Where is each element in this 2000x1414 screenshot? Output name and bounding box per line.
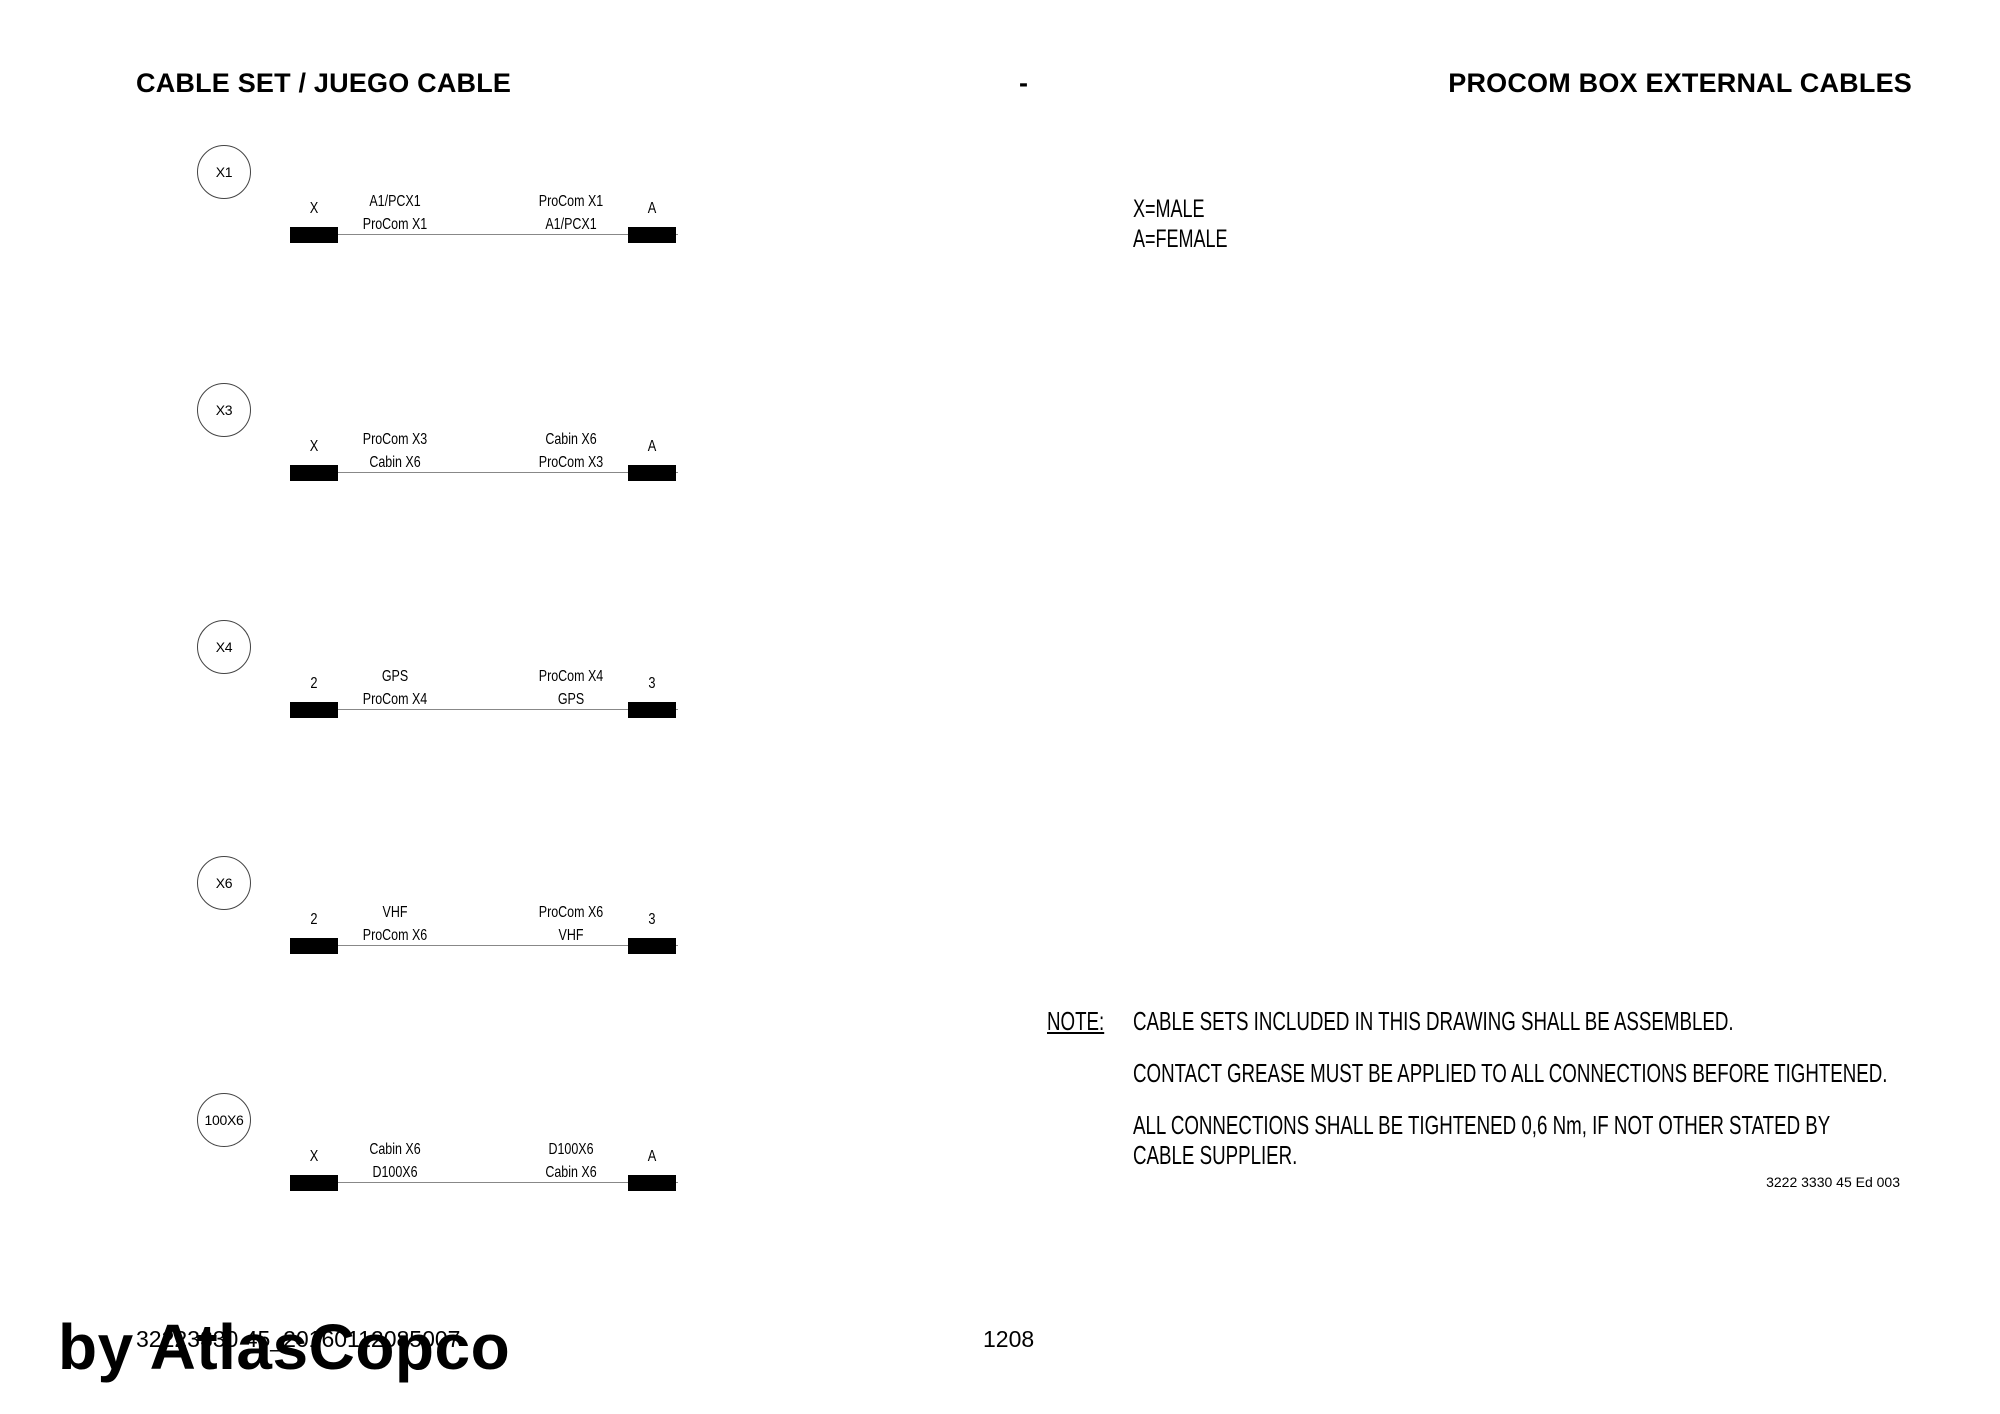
note-line-3a: ALL CONNECTIONS SHALL BE TIGHTENED 0,6 N… xyxy=(1133,1110,1831,1140)
cable-right-label-line1: Cabin X6 xyxy=(545,431,597,448)
cable-tag: X4 xyxy=(197,620,251,674)
cable-left-connector-label: 2 xyxy=(310,911,318,928)
cable-x4: X4 2 GPS ProCom X4 ProCom X4 GPS 3 xyxy=(190,620,690,760)
drawing-title-left: CABLE SET / JUEGO CABLE xyxy=(136,68,512,98)
cable-x3: X3 X ProCom X3 Cabin X6 Cabin X6 ProCom … xyxy=(190,383,690,523)
cable-right-connector-label: A xyxy=(647,1148,657,1165)
cable-right-label-line2: A1/PCX1 xyxy=(545,216,597,233)
cable-left-connector xyxy=(290,1175,338,1191)
cable-right-connector-label: 3 xyxy=(648,911,656,928)
cable-right-label-line1: ProCom X6 xyxy=(538,904,604,921)
cable-left-label: A1/PCX1 ProCom X1 xyxy=(344,190,445,236)
cable-left-label-line2: D100X6 xyxy=(372,1164,418,1181)
cable-right-label-line2: Cabin X6 xyxy=(545,1164,597,1181)
cable-right-connector-label: A xyxy=(647,438,657,455)
cable-left-label: GPS ProCom X4 xyxy=(344,665,445,711)
cable-tag: 100X6 xyxy=(197,1093,251,1147)
page-number: 1208 xyxy=(983,1326,1035,1352)
cable-right-label: D100X6 Cabin X6 xyxy=(520,1138,621,1184)
note-line-2: CONTACT GREASE MUST BE APPLIED TO ALL CO… xyxy=(1133,1058,1888,1088)
cable-tag: X6 xyxy=(197,856,251,910)
cable-left-label-line1: ProCom X3 xyxy=(362,431,428,448)
cable-left-label: Cabin X6 D100X6 xyxy=(344,1138,445,1184)
cable-x1: X1 X A1/PCX1 ProCom X1 ProCom X1 A1/PCX1… xyxy=(190,145,690,285)
note-label: NOTE: xyxy=(1047,1006,1105,1036)
drawing-title-right: PROCOM BOX EXTERNAL CABLES xyxy=(1448,68,1912,98)
cable-right-connector-label: 3 xyxy=(648,675,656,692)
cable-left-connector-label: 2 xyxy=(310,675,318,692)
note-line-3: ALL CONNECTIONS SHALL BE TIGHTENED 0,6 N… xyxy=(1133,1110,1888,1170)
legend-female: A=FEMALE xyxy=(1133,225,1228,253)
cable-left-label-line2: ProCom X6 xyxy=(362,927,428,944)
notes: CABLE SETS INCLUDED IN THIS DRAWING SHAL… xyxy=(1133,1006,1888,1192)
cable-wire xyxy=(338,234,678,235)
cable-wire xyxy=(338,1182,678,1183)
cable-right-connector-label: A xyxy=(647,200,657,217)
cable-right-label-line1: ProCom X4 xyxy=(538,668,604,685)
cable-right-connector xyxy=(628,227,676,243)
cable-right-label: ProCom X6 VHF xyxy=(520,901,621,947)
cable-left-connector-label: X xyxy=(309,438,319,455)
cable-left-connector xyxy=(290,465,338,481)
cable-right-label-line1: D100X6 xyxy=(548,1141,594,1158)
cable-left-label-line2: Cabin X6 xyxy=(369,454,421,471)
cable-right-connector xyxy=(628,938,676,954)
cable-left-label-line1: Cabin X6 xyxy=(369,1141,421,1158)
cable-tag: X1 xyxy=(197,145,251,199)
cable-left-connector xyxy=(290,227,338,243)
cable-100x6: 100X6 X Cabin X6 D100X6 D100X6 Cabin X6 … xyxy=(190,1093,690,1233)
cable-right-label-line2: VHF xyxy=(558,927,584,944)
cable-left-label: ProCom X3 Cabin X6 xyxy=(344,428,445,474)
note-line-1: CABLE SETS INCLUDED IN THIS DRAWING SHAL… xyxy=(1133,1006,1734,1036)
cable-left-label-line1: VHF xyxy=(382,904,408,921)
watermark: by AtlasCopco xyxy=(58,1311,511,1383)
connector-legend: X=MALE A=FEMALE xyxy=(1133,194,1228,254)
cable-x6: X6 2 VHF ProCom X6 ProCom X6 VHF 3 xyxy=(190,856,690,996)
cable-right-connector xyxy=(628,1175,676,1191)
cable-left-connector xyxy=(290,938,338,954)
legend-male: X=MALE xyxy=(1133,195,1205,223)
drawing-title-middle: - xyxy=(1019,68,1029,98)
note-line-3b: CABLE SUPPLIER. xyxy=(1133,1140,1298,1170)
cable-left-label-line2: ProCom X1 xyxy=(362,216,428,233)
cable-wire xyxy=(338,472,678,473)
cable-wire xyxy=(338,945,678,946)
cable-wire xyxy=(338,709,678,710)
cable-left-connector-label: X xyxy=(309,200,319,217)
cable-left-label-line2: ProCom X4 xyxy=(362,691,428,708)
cable-right-label-line2: GPS xyxy=(557,691,585,708)
cable-right-label: ProCom X4 GPS xyxy=(520,665,621,711)
cable-left-label: VHF ProCom X6 xyxy=(344,901,445,947)
cable-left-connector xyxy=(290,702,338,718)
cable-right-label: ProCom X1 A1/PCX1 xyxy=(520,190,621,236)
cable-left-label-line1: GPS xyxy=(381,668,409,685)
cable-right-label: Cabin X6 ProCom X3 xyxy=(520,428,621,474)
document-reference: 3222 3330 45 Ed 003 xyxy=(1766,1174,1900,1190)
cable-right-label-line1: ProCom X1 xyxy=(538,193,604,210)
cable-right-connector xyxy=(628,465,676,481)
cable-right-label-line2: ProCom X3 xyxy=(538,454,604,471)
footer-file-id: 32223330 45_20160112085007 xyxy=(136,1326,461,1352)
cable-left-connector-label: X xyxy=(309,1148,319,1165)
cable-tag: X3 xyxy=(197,383,251,437)
cable-left-label-line1: A1/PCX1 xyxy=(369,193,421,210)
cable-right-connector xyxy=(628,702,676,718)
